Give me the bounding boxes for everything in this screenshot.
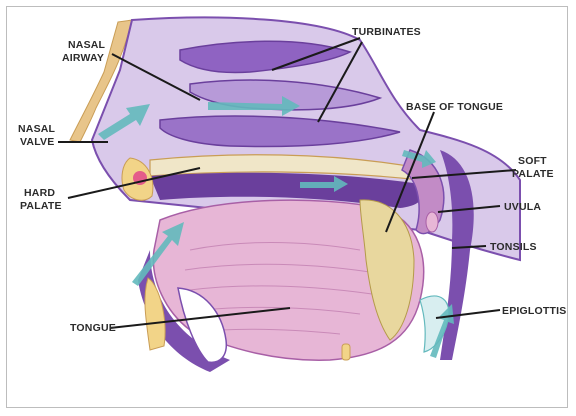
label-hard-palate-line2: PALATE (20, 200, 62, 212)
label-tonsils: TONSILS (490, 241, 537, 253)
label-soft-palate-line1: SOFT (518, 155, 547, 167)
label-turbinates: TURBINATES (352, 26, 421, 38)
label-soft-palate-line2: PALATE (512, 168, 554, 180)
hyoid-bone (342, 344, 350, 360)
label-base-of-tongue: BASE OF TONGUE (406, 101, 503, 113)
label-uvula: UVULA (504, 201, 541, 213)
label-nasal-valve-line2: VALVE (20, 136, 54, 148)
label-nasal-valve-line1: NASAL (18, 123, 56, 135)
label-epiglottis: EPIGLOTTIS (502, 305, 566, 317)
label-hard-palate-line1: HARD (24, 187, 55, 199)
label-nasal-airway-line2: AIRWAY (62, 52, 104, 64)
label-tongue: TONGUE (70, 322, 116, 334)
label-nasal-airway-line1: NASAL (68, 39, 106, 51)
uvula (426, 212, 438, 232)
